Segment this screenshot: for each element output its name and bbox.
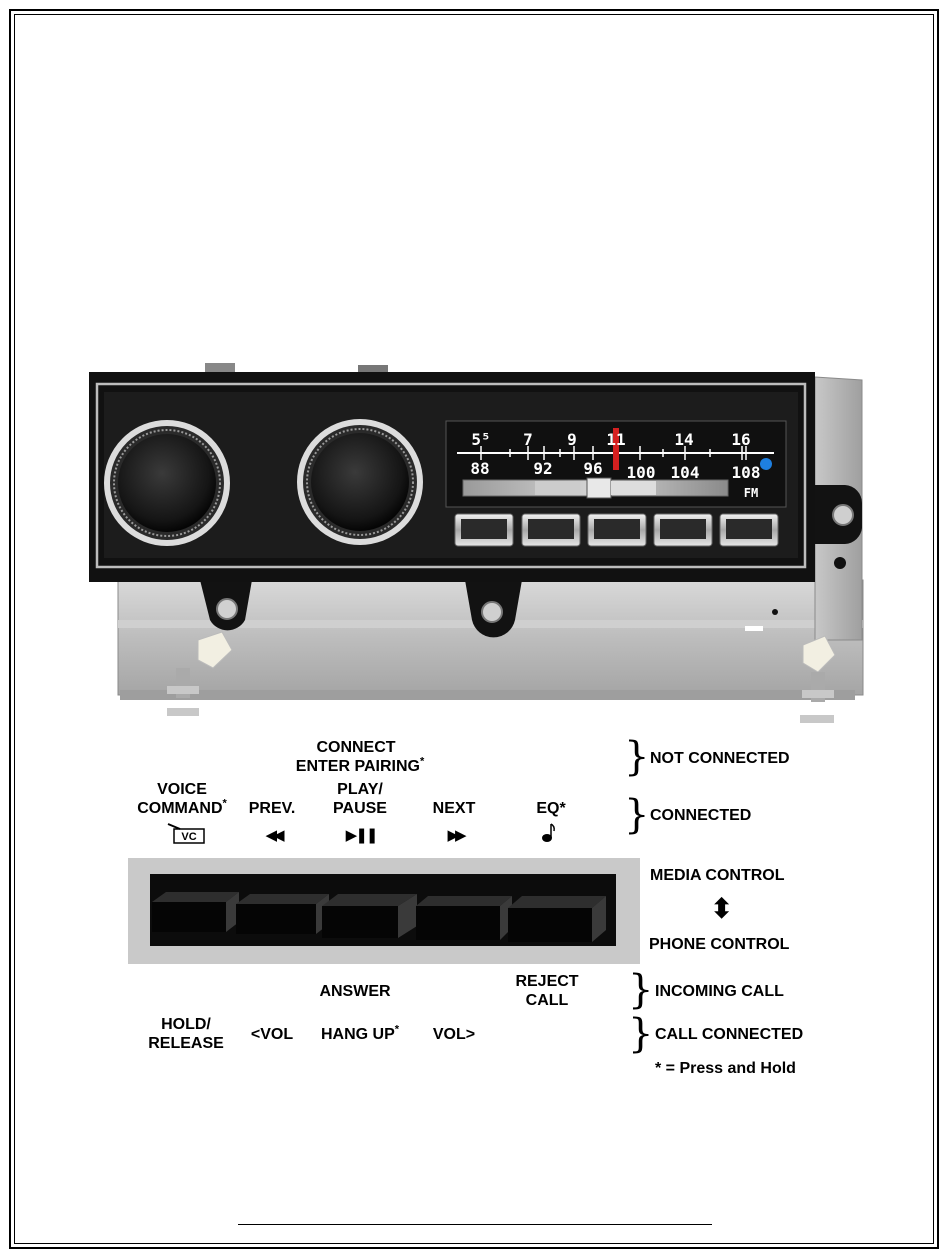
mode-arrow-icon: ⬍	[710, 893, 733, 925]
dial-bottom-6: 108	[732, 463, 761, 482]
bank-button-1[interactable]	[152, 892, 239, 932]
brace-incoming-call: }	[628, 970, 653, 1010]
footer-line	[238, 1224, 712, 1225]
voice-command-icon-label: VC	[181, 831, 196, 843]
brace-call-connected: }	[628, 1014, 653, 1054]
bank-button-3[interactable]	[322, 894, 417, 938]
bank-button-5[interactable]	[508, 896, 606, 942]
rewind-icon: ◀◀	[265, 826, 280, 844]
brace-connected: }	[624, 795, 649, 835]
preset-button-1[interactable]	[455, 514, 513, 546]
brace-not-connected: }	[624, 737, 649, 777]
call-connected-label: CALL CONNECTED	[655, 1025, 803, 1044]
preset-button-5[interactable]	[720, 514, 778, 546]
dial-bottom-2: 92	[533, 459, 552, 478]
left-knob[interactable]	[107, 423, 227, 543]
connect-label: CONNECT	[316, 738, 395, 757]
phone-control-label: PHONE CONTROL	[649, 935, 789, 954]
play-pause-icon: ▶❚❚	[346, 826, 377, 844]
dial-top-2: 7	[523, 430, 533, 449]
voice-command-label: VOICE COMMAND*	[137, 780, 227, 818]
preset-button-3[interactable]	[588, 514, 646, 546]
prev-label: PREV.	[249, 799, 296, 818]
dial-top-6: 16	[731, 430, 750, 449]
not-connected-label: NOT CONNECTED	[650, 749, 790, 768]
voice-command-icon: VC	[166, 822, 208, 846]
media-control-label: MEDIA CONTROL	[650, 866, 785, 885]
press-hold-note: * = Press and Hold	[655, 1059, 796, 1078]
dial-top-1: 5⁵	[471, 430, 490, 449]
eq-label: EQ*	[536, 799, 565, 818]
preset-button-2[interactable]	[522, 514, 580, 546]
play-pause-label: PLAY/ PAUSE	[333, 780, 387, 818]
bank-button-2[interactable]	[236, 894, 329, 934]
dial-top-4: 11	[606, 430, 625, 449]
dial-bottom-5: 104	[671, 463, 700, 482]
preset-buttons	[455, 514, 778, 546]
incoming-call-label: INCOMING CALL	[655, 982, 784, 1001]
button-bank-illustration	[126, 856, 642, 968]
preset-button-4[interactable]	[654, 514, 712, 546]
dial-bottom-3: 96	[583, 459, 602, 478]
hold-release-label: HOLD/ RELEASE	[148, 1015, 224, 1053]
dial-bottom-4: 100	[627, 463, 656, 482]
next-label: NEXT	[433, 799, 476, 818]
dial-band-label: FM	[744, 486, 758, 500]
vol-down-label: <VOL	[251, 1025, 293, 1044]
dial-top-5: 14	[674, 430, 693, 449]
right-knob[interactable]	[300, 422, 420, 542]
fast-forward-icon: ▶▶	[447, 826, 462, 844]
music-note-icon	[540, 822, 556, 844]
radio-illustration: 5⁵ 7 9 11 14 16 88 92 96 100 104 108 FM	[0, 0, 950, 750]
bank-button-4[interactable]	[416, 896, 512, 940]
answer-label: ANSWER	[319, 982, 390, 1001]
enter-pairing-label: ENTER PAIRING*	[296, 757, 424, 776]
hang-up-label: HANG UP*	[321, 1025, 399, 1044]
dial-bottom-1: 88	[470, 459, 489, 478]
dial-top-3: 9	[567, 430, 577, 449]
reject-call-label: REJECT CALL	[515, 972, 578, 1010]
connected-label: CONNECTED	[650, 806, 751, 825]
vol-up-label: VOL>	[433, 1025, 475, 1044]
